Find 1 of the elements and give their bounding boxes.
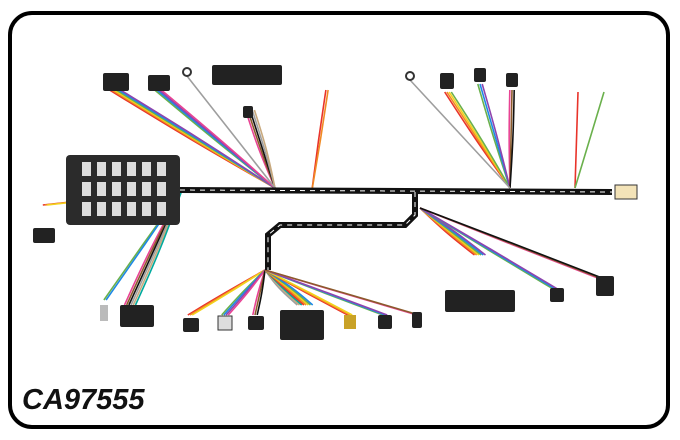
- part-number-title: CA97555: [22, 384, 145, 417]
